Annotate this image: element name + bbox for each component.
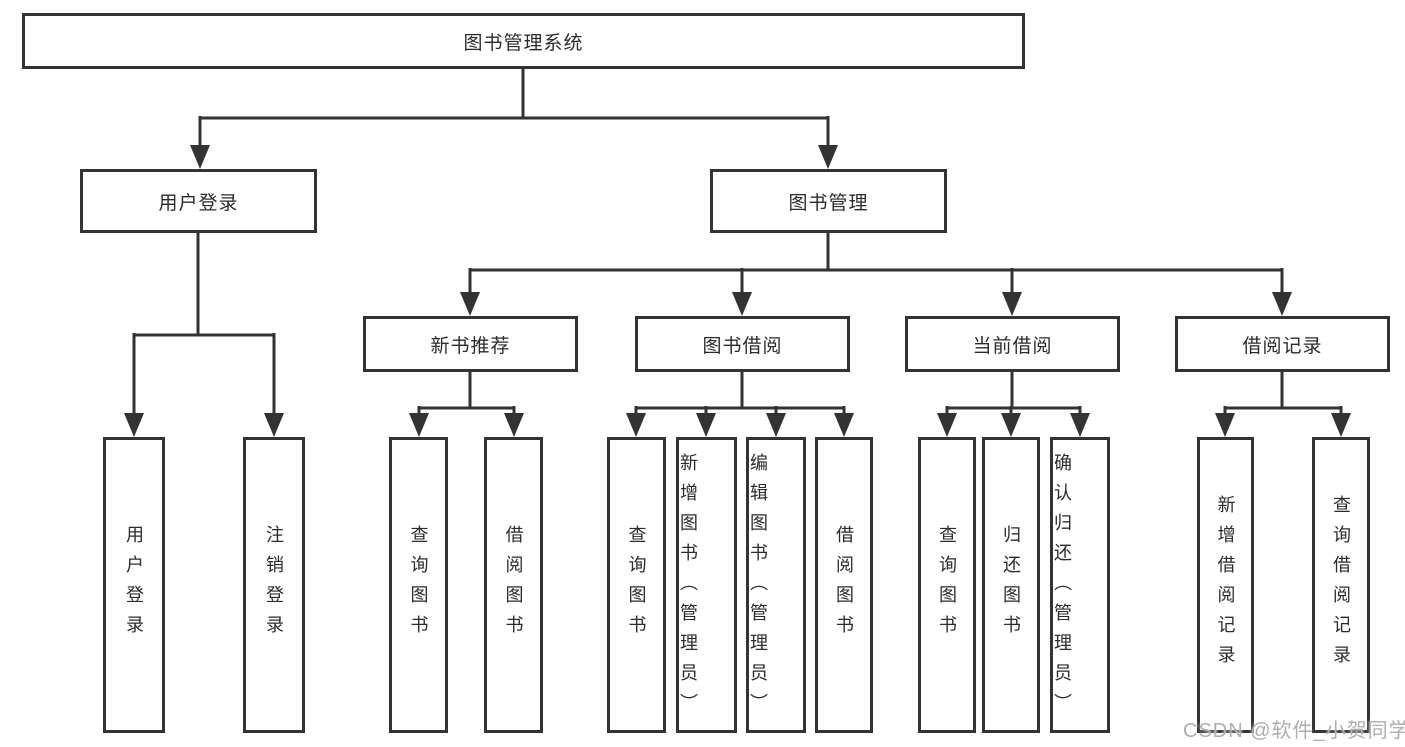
node-label: 新增图书（管理员） — [678, 453, 698, 723]
node-label: 用户登录 — [124, 525, 144, 645]
node-label: 确认归还（管理员） — [1052, 453, 1072, 723]
node-book-management: 图书管理 — [710, 169, 947, 233]
connector-current-children — [937, 372, 1090, 437]
node-query-borrow-record: 查询借阅记录 — [1312, 437, 1370, 733]
arrow-down-icon — [1001, 413, 1021, 437]
connector-recommend-children — [409, 372, 524, 437]
node-label: 图书借阅 — [702, 335, 783, 357]
node-user-login: 用户登录 — [80, 169, 317, 233]
arrow-down-icon — [818, 145, 838, 169]
arrow-down-icon — [504, 413, 524, 437]
node-label: 新书推荐 — [430, 335, 511, 357]
node-book-borrowing: 图书借阅 — [635, 316, 850, 372]
csdn-watermark: CSDN @软件_小贺同学 — [1183, 720, 1405, 742]
node-label: 借阅记录 — [1242, 335, 1323, 357]
arrow-down-icon — [696, 413, 716, 437]
node-borrow-books-leaf: 借阅图书 — [815, 437, 873, 733]
node-label: 借阅图书 — [834, 525, 854, 645]
node-query-books-recommend: 查询图书 — [389, 437, 448, 733]
node-logout: 注销登录 — [243, 437, 305, 733]
arrow-down-icon — [190, 145, 210, 169]
arrow-down-icon — [1002, 292, 1022, 316]
connector-userlogin-children — [124, 233, 284, 437]
arrow-down-icon — [937, 413, 957, 437]
node-query-books-borrowing: 查询图书 — [607, 437, 666, 733]
node-label: 查询图书 — [408, 525, 429, 645]
node-edit-book-admin: 编辑图书（管理员） — [746, 437, 806, 733]
node-new-book-recommendation: 新书推荐 — [363, 316, 578, 372]
node-add-book-admin: 新增图书（管理员） — [676, 437, 737, 733]
arrow-down-icon — [409, 413, 429, 437]
arrow-down-icon — [732, 292, 752, 316]
connector-bookmgmt-to-level3 — [460, 233, 1292, 316]
arrow-down-icon — [1070, 413, 1090, 437]
node-root: 图书管理系统 — [22, 13, 1025, 69]
node-borrow-books-recommend: 借阅图书 — [484, 437, 543, 733]
node-label: 当前借阅 — [972, 335, 1053, 357]
arrow-down-icon — [124, 413, 144, 437]
connector-borrowing-children — [626, 372, 854, 437]
node-label: 查询图书 — [937, 525, 957, 645]
arrow-down-icon — [1272, 292, 1292, 316]
node-user-login-leaf: 用户登录 — [103, 437, 165, 733]
node-confirm-return-admin: 确认归还（管理员） — [1050, 437, 1110, 733]
arrow-down-icon — [626, 413, 646, 437]
node-label: 编辑图书（管理员） — [748, 453, 768, 723]
node-label: 查询图书 — [626, 525, 647, 645]
node-label: 归还图书 — [1001, 525, 1021, 645]
node-label: 图书管理 — [788, 192, 869, 214]
node-label: 用户登录 — [158, 192, 239, 214]
connector-root-to-level2 — [190, 69, 838, 169]
node-add-borrow-record: 新增借阅记录 — [1197, 437, 1254, 733]
arrow-down-icon — [1215, 413, 1235, 437]
node-label: 新增借阅记录 — [1215, 495, 1236, 675]
node-label: 借阅图书 — [503, 525, 524, 645]
node-query-books-current: 查询图书 — [918, 437, 976, 733]
node-label: 查询借阅记录 — [1331, 495, 1351, 675]
arrow-down-icon — [460, 292, 480, 316]
node-label: 图书管理系统 — [463, 32, 584, 54]
node-return-book: 归还图书 — [982, 437, 1040, 733]
node-borrowing-records: 借阅记录 — [1175, 316, 1390, 372]
node-current-borrowing: 当前借阅 — [905, 316, 1120, 372]
arrow-down-icon — [834, 413, 854, 437]
node-label: 注销登录 — [264, 525, 284, 645]
connector-records-children — [1215, 372, 1351, 437]
arrow-down-icon — [1331, 413, 1351, 437]
arrow-down-icon — [264, 413, 284, 437]
arrow-down-icon — [766, 413, 786, 437]
